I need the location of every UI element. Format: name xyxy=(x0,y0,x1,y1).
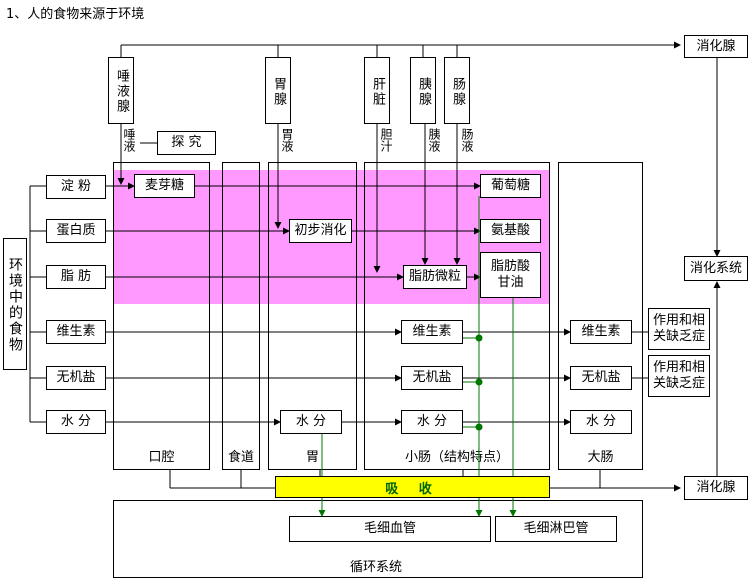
circulatory-label: 循环系统 xyxy=(350,560,403,575)
saliva-label: 唾液 xyxy=(122,128,136,152)
water-large-intestine: 水 分 xyxy=(570,410,632,434)
initial-digestion: 初步消化 xyxy=(289,219,352,243)
water-stomach: 水 分 xyxy=(280,410,342,434)
fatty-acid-glycerol: 脂肪酸甘油 xyxy=(480,252,541,298)
pancreas: 胰腺 xyxy=(410,57,436,124)
absorption-bar: 吸 收 xyxy=(275,476,550,498)
nutrient-fat: 脂 肪 xyxy=(46,265,106,289)
digestive-system: 消化系统 xyxy=(684,256,748,281)
intestinal-gland: 肠腺 xyxy=(444,57,470,124)
organ-mouth: 口腔 xyxy=(113,162,210,470)
fat-droplet: 脂肪微粒 xyxy=(403,265,467,289)
organ-stomach: 胃 xyxy=(268,162,357,470)
digestive-gland-top: 消化腺 xyxy=(684,35,748,58)
mineral-small-intestine: 无机盐 xyxy=(401,366,463,390)
maltose: 麦芽糖 xyxy=(134,174,195,198)
nutrient-water: 水 分 xyxy=(46,410,106,434)
vitamin-small-intestine: 维生素 xyxy=(401,320,463,344)
amino-acid: 氨基酸 xyxy=(480,219,541,243)
vitamin-large-intestine: 维生素 xyxy=(570,320,632,344)
glucose: 葡萄糖 xyxy=(480,174,541,198)
water-small-intestine: 水 分 xyxy=(401,410,463,434)
intestinal-juice-label: 肠液 xyxy=(460,128,474,152)
deficiency-vitamin: 作用和相关缺乏症 xyxy=(648,308,710,350)
digestive-gland-bottom: 消化腺 xyxy=(684,476,748,500)
liver: 肝脏 xyxy=(364,57,390,124)
nutrient-starch: 淀 粉 xyxy=(46,175,106,199)
nutrient-mineral: 无机盐 xyxy=(46,366,106,390)
gastric-juice-label: 胃液 xyxy=(280,128,294,152)
deficiency-mineral: 作用和相关缺乏症 xyxy=(648,355,710,397)
explore-box: 探 究 xyxy=(157,131,216,155)
saliva-gland: 唾液腺 xyxy=(108,57,134,124)
organ-large-intestine: 大肠 xyxy=(558,162,643,470)
capillary: 毛细血管 xyxy=(289,516,491,542)
nutrient-vitamin: 维生素 xyxy=(46,320,106,344)
lymph-capillary: 毛细淋巴管 xyxy=(495,516,617,542)
page-title: 1、人的食物来源于环境 xyxy=(6,7,145,22)
mineral-large-intestine: 无机盐 xyxy=(570,366,632,390)
pancreatic-juice-label: 胰液 xyxy=(427,128,441,152)
organ-esophagus: 食道 xyxy=(222,162,260,470)
stomach-gland: 胃腺 xyxy=(265,57,291,124)
bile-label: 胆汁 xyxy=(379,128,393,152)
nutrient-protein: 蛋白质 xyxy=(46,219,106,243)
environment-food: 环境中的食物 xyxy=(3,238,27,370)
